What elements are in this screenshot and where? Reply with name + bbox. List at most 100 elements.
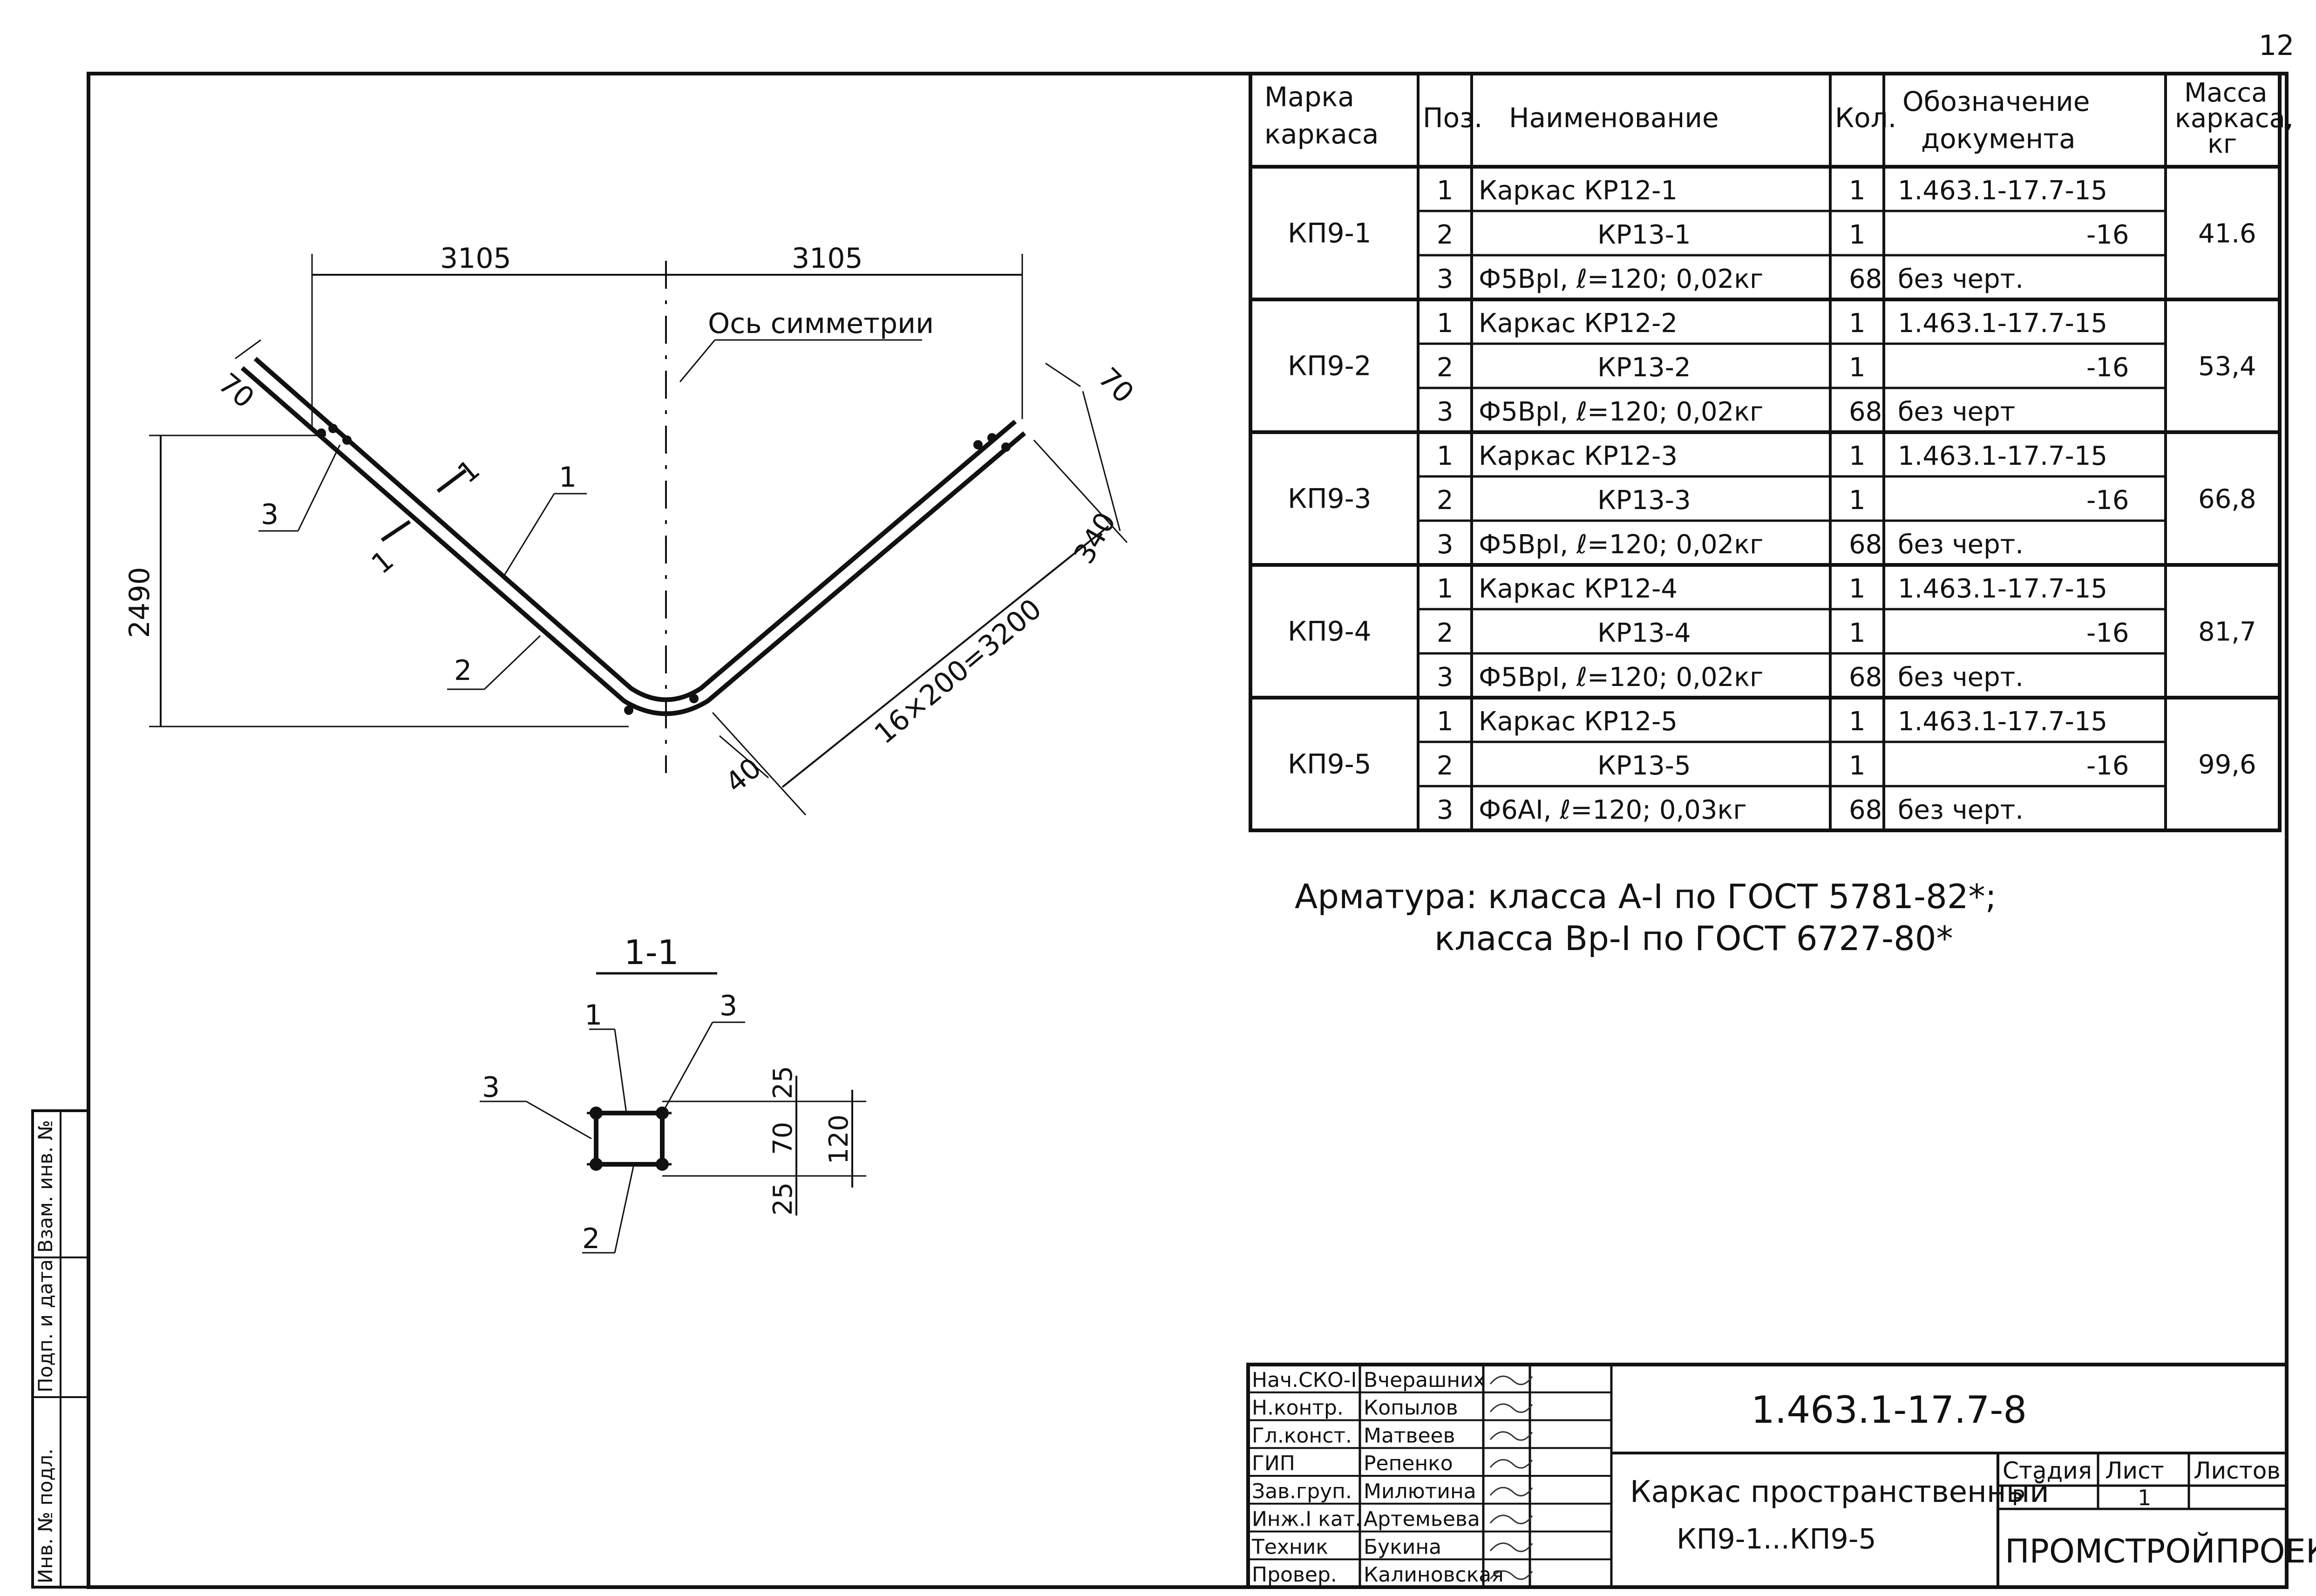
row-pos: 2 bbox=[1437, 485, 1453, 516]
section-dim-total: 120 bbox=[824, 1114, 854, 1164]
signature-mark bbox=[1489, 1375, 1533, 1385]
section-label-1: 1 bbox=[584, 999, 602, 1032]
section-dim-bot: 25 bbox=[768, 1182, 798, 1216]
row-doc: -16 bbox=[2086, 751, 2129, 781]
sheet-header: Лист bbox=[2105, 1457, 2164, 1484]
person-name: Артемьева bbox=[1364, 1508, 1480, 1531]
row-qty: 1 bbox=[1849, 441, 1866, 471]
sheets-header: Листов bbox=[2194, 1457, 2281, 1484]
row-name: Ф6АI, ℓ=120; 0,03кг bbox=[1479, 795, 1747, 825]
drawing-frame bbox=[87, 72, 2289, 1589]
symmetry-axis-label: Ось симметрии bbox=[708, 307, 934, 340]
row-doc: -16 bbox=[2086, 353, 2129, 383]
header-mass-2: каркаса, bbox=[2175, 103, 2294, 134]
sheet-value: 1 bbox=[2138, 1485, 2151, 1510]
row-pos: 2 bbox=[1437, 220, 1453, 250]
row-doc: 1.463.1-17.7-15 bbox=[1898, 441, 2107, 471]
row-pos: 1 bbox=[1437, 176, 1453, 206]
row-doc: без черт. bbox=[1898, 795, 2024, 825]
row-doc: 1.463.1-17.7-15 bbox=[1898, 574, 2107, 604]
person-role: ГИП bbox=[1252, 1452, 1295, 1475]
row-qty: 68 bbox=[1849, 264, 1882, 294]
row-qty: 1 bbox=[1849, 706, 1866, 737]
row-doc: без черт. bbox=[1898, 530, 2024, 560]
person-name: Репенко bbox=[1364, 1452, 1453, 1475]
row-pos: 1 bbox=[1437, 574, 1453, 604]
stamp-inv-podl: Инв. № подл. bbox=[34, 1448, 57, 1583]
drawing-code: 1.463.1-17.7-8 bbox=[1751, 1388, 2027, 1432]
weld-points bbox=[317, 424, 1011, 715]
signature-mark bbox=[1489, 1542, 1533, 1552]
row-pos: 3 bbox=[1437, 530, 1453, 560]
person-role: Техник bbox=[1251, 1535, 1328, 1559]
header-name: Наименование bbox=[1509, 102, 1719, 134]
row-name: Ф5ВрI, ℓ=120; 0,02кг bbox=[1479, 662, 1763, 693]
person-name: Вчерашних bbox=[1364, 1368, 1486, 1392]
row-qty: 1 bbox=[1849, 353, 1866, 383]
group-mark: КП9-4 bbox=[1288, 616, 1372, 647]
row-pos: 3 bbox=[1437, 662, 1453, 693]
row-doc: 1.463.1-17.7-15 bbox=[1898, 308, 2107, 339]
stage-value: Р bbox=[2012, 1485, 2025, 1510]
group-mass: 41.6 bbox=[2198, 219, 2256, 249]
person-role: Гл.конст. bbox=[1252, 1424, 1352, 1447]
row-qty: 1 bbox=[1849, 751, 1866, 781]
stamp-vzam: Взам. инв. № bbox=[34, 1120, 57, 1253]
section-label-3-left: 3 bbox=[482, 1071, 500, 1104]
row-qty: 68 bbox=[1849, 662, 1882, 693]
row-qty: 1 bbox=[1849, 220, 1866, 250]
drawing-title-2: КП9-1...КП9-5 bbox=[1677, 1523, 1876, 1555]
person-name: Милютина bbox=[1364, 1480, 1476, 1503]
cage-bar-inner bbox=[253, 357, 1017, 702]
section-dim-top: 25 bbox=[768, 1066, 798, 1099]
header-pos: Поз. bbox=[1423, 102, 1482, 134]
person-name: Калиновская bbox=[1364, 1563, 1504, 1587]
group-mark: КП9-1 bbox=[1288, 217, 1372, 249]
person-role: Нач.СКО-I bbox=[1252, 1368, 1357, 1392]
side-stamp: Инв. № подл. Подп. и дата Взам. инв. № bbox=[31, 1109, 90, 1589]
row-qty: 1 bbox=[1849, 308, 1866, 339]
row-qty: 1 bbox=[1849, 176, 1866, 206]
section-1-1 bbox=[480, 972, 866, 1254]
group-mark: КП9-5 bbox=[1288, 748, 1372, 780]
signature-mark bbox=[1489, 1403, 1533, 1413]
section-title: 1-1 bbox=[624, 933, 679, 972]
row-pos: 2 bbox=[1437, 751, 1453, 781]
row-name: Ф5ВрI, ℓ=120; 0,02кг bbox=[1479, 264, 1763, 294]
section-label-2: 2 bbox=[582, 1222, 600, 1255]
group-mass: 99,6 bbox=[2198, 750, 2256, 780]
section-dim-mid: 70 bbox=[768, 1122, 798, 1155]
note-line-2: класса Вр-I по ГОСТ 6727-80* bbox=[1434, 919, 1953, 958]
row-pos: 1 bbox=[1437, 441, 1453, 471]
row-name: КР13-2 bbox=[1597, 353, 1691, 383]
row-pos: 1 bbox=[1437, 308, 1453, 339]
group-mass: 81,7 bbox=[2198, 617, 2256, 647]
dim-right-span: 3105 bbox=[792, 242, 863, 275]
row-qty: 1 bbox=[1849, 485, 1866, 516]
person-name: Копылов bbox=[1364, 1396, 1458, 1420]
cage-bar-outer bbox=[240, 366, 1026, 716]
dim-pitch: 16×200=3200 bbox=[869, 592, 1048, 750]
row-doc: 1.463.1-17.7-15 bbox=[1898, 176, 2107, 206]
header-mass-1: Масса bbox=[2184, 78, 2268, 108]
row-qty: 1 bbox=[1849, 618, 1866, 648]
row-doc: без черт. bbox=[1898, 662, 2024, 693]
row-name: КР13-5 bbox=[1597, 751, 1691, 781]
dim-end-left: 70 bbox=[212, 367, 260, 415]
row-doc: -16 bbox=[2086, 220, 2129, 250]
pos-label-1: 1 bbox=[559, 461, 577, 494]
row-name: Каркас КР12-4 bbox=[1479, 574, 1678, 604]
page-number: 12 bbox=[2259, 29, 2294, 62]
row-name: Каркас КР12-1 bbox=[1479, 176, 1678, 206]
signature-mark bbox=[1489, 1459, 1533, 1469]
person-role: Н.контр. bbox=[1252, 1396, 1344, 1420]
cage-elevation bbox=[149, 254, 1128, 816]
row-pos: 2 bbox=[1437, 618, 1453, 648]
row-qty: 68 bbox=[1849, 795, 1882, 825]
row-name: Каркас КР12-3 bbox=[1479, 441, 1678, 471]
row-pos: 3 bbox=[1437, 795, 1453, 825]
row-qty: 68 bbox=[1849, 397, 1882, 427]
